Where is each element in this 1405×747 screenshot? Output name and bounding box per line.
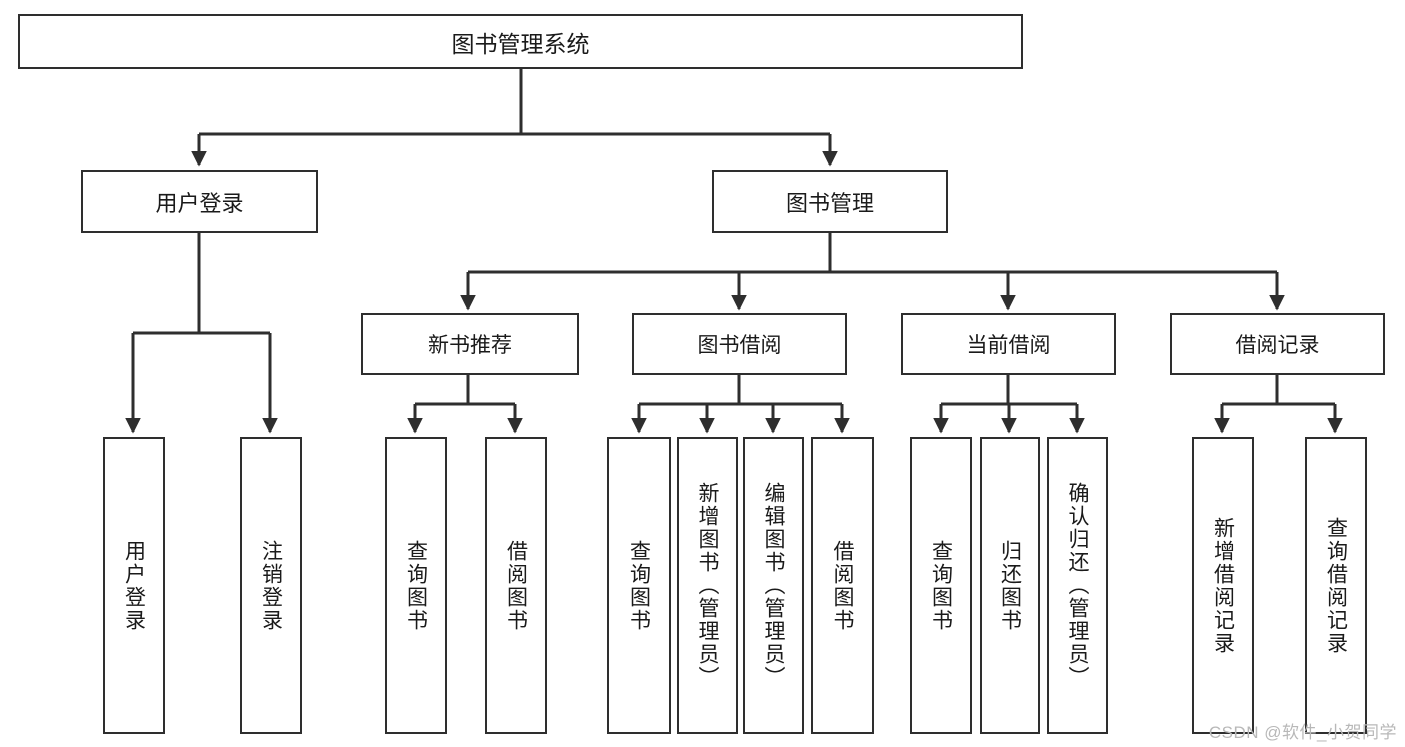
leaf-user-login-login[interactable]: 用户登录 — [103, 437, 165, 734]
node-label: 确认归还（管理员） — [1066, 482, 1089, 689]
leaf-book-borrow-borrow-book[interactable]: 借阅图书 — [811, 437, 874, 734]
leaf-book-borrow-query-book[interactable]: 查询图书 — [607, 437, 671, 734]
node-label: 图书借阅 — [697, 334, 782, 357]
node-label: 借阅图书 — [504, 539, 528, 632]
node-label: 查询图书 — [404, 539, 428, 632]
node-label: 新增借阅记录 — [1211, 516, 1235, 655]
leaf-borrow-record-query-record[interactable]: 查询借阅记录 — [1305, 437, 1367, 734]
leaf-current-borrow-query-book[interactable]: 查询图书 — [910, 437, 972, 734]
node-current-borrow[interactable]: 当前借阅 — [901, 313, 1116, 375]
node-label: 查询图书 — [627, 539, 651, 632]
node-label: 归还图书 — [998, 539, 1022, 632]
leaf-book-borrow-add-book-admin[interactable]: 新增图书（管理员） — [677, 437, 738, 734]
node-label: 注销登录 — [259, 539, 283, 632]
leaf-borrow-record-add-record[interactable]: 新增借阅记录 — [1192, 437, 1254, 734]
node-borrow-record[interactable]: 借阅记录 — [1170, 313, 1385, 375]
leaf-new-book-query-book[interactable]: 查询图书 — [385, 437, 447, 734]
leaf-current-borrow-return-book[interactable]: 归还图书 — [980, 437, 1040, 734]
leaf-book-borrow-edit-book-admin[interactable]: 编辑图书（管理员） — [743, 437, 804, 734]
leaf-current-borrow-confirm-return-admin[interactable]: 确认归还（管理员） — [1047, 437, 1108, 734]
node-label: 当前借阅 — [966, 334, 1051, 357]
node-label: 用户登录 — [122, 539, 146, 632]
node-user-login[interactable]: 用户登录 — [81, 170, 318, 233]
node-label: 借阅图书 — [831, 539, 854, 632]
node-root-book-management-system[interactable]: 图书管理系统 — [18, 14, 1023, 69]
node-label: 查询借阅记录 — [1324, 516, 1348, 655]
node-label: 用户登录 — [155, 190, 244, 216]
leaf-user-login-logout[interactable]: 注销登录 — [240, 437, 302, 734]
node-label: 图书管理系统 — [451, 30, 590, 57]
node-label: 借阅记录 — [1235, 334, 1320, 357]
node-label: 编辑图书（管理员） — [762, 482, 785, 689]
node-label: 新增图书（管理员） — [696, 482, 719, 689]
node-label: 查询图书 — [929, 539, 953, 632]
node-label: 图书管理 — [785, 190, 874, 216]
leaf-new-book-borrow-book[interactable]: 借阅图书 — [485, 437, 547, 734]
node-book-borrow[interactable]: 图书借阅 — [632, 313, 847, 375]
node-new-book-recommend[interactable]: 新书推荐 — [361, 313, 579, 375]
node-book-management[interactable]: 图书管理 — [712, 170, 948, 233]
csdn-watermark: CSDN @软件_小贺同学 — [1208, 723, 1397, 742]
node-label: 新书推荐 — [428, 334, 512, 357]
